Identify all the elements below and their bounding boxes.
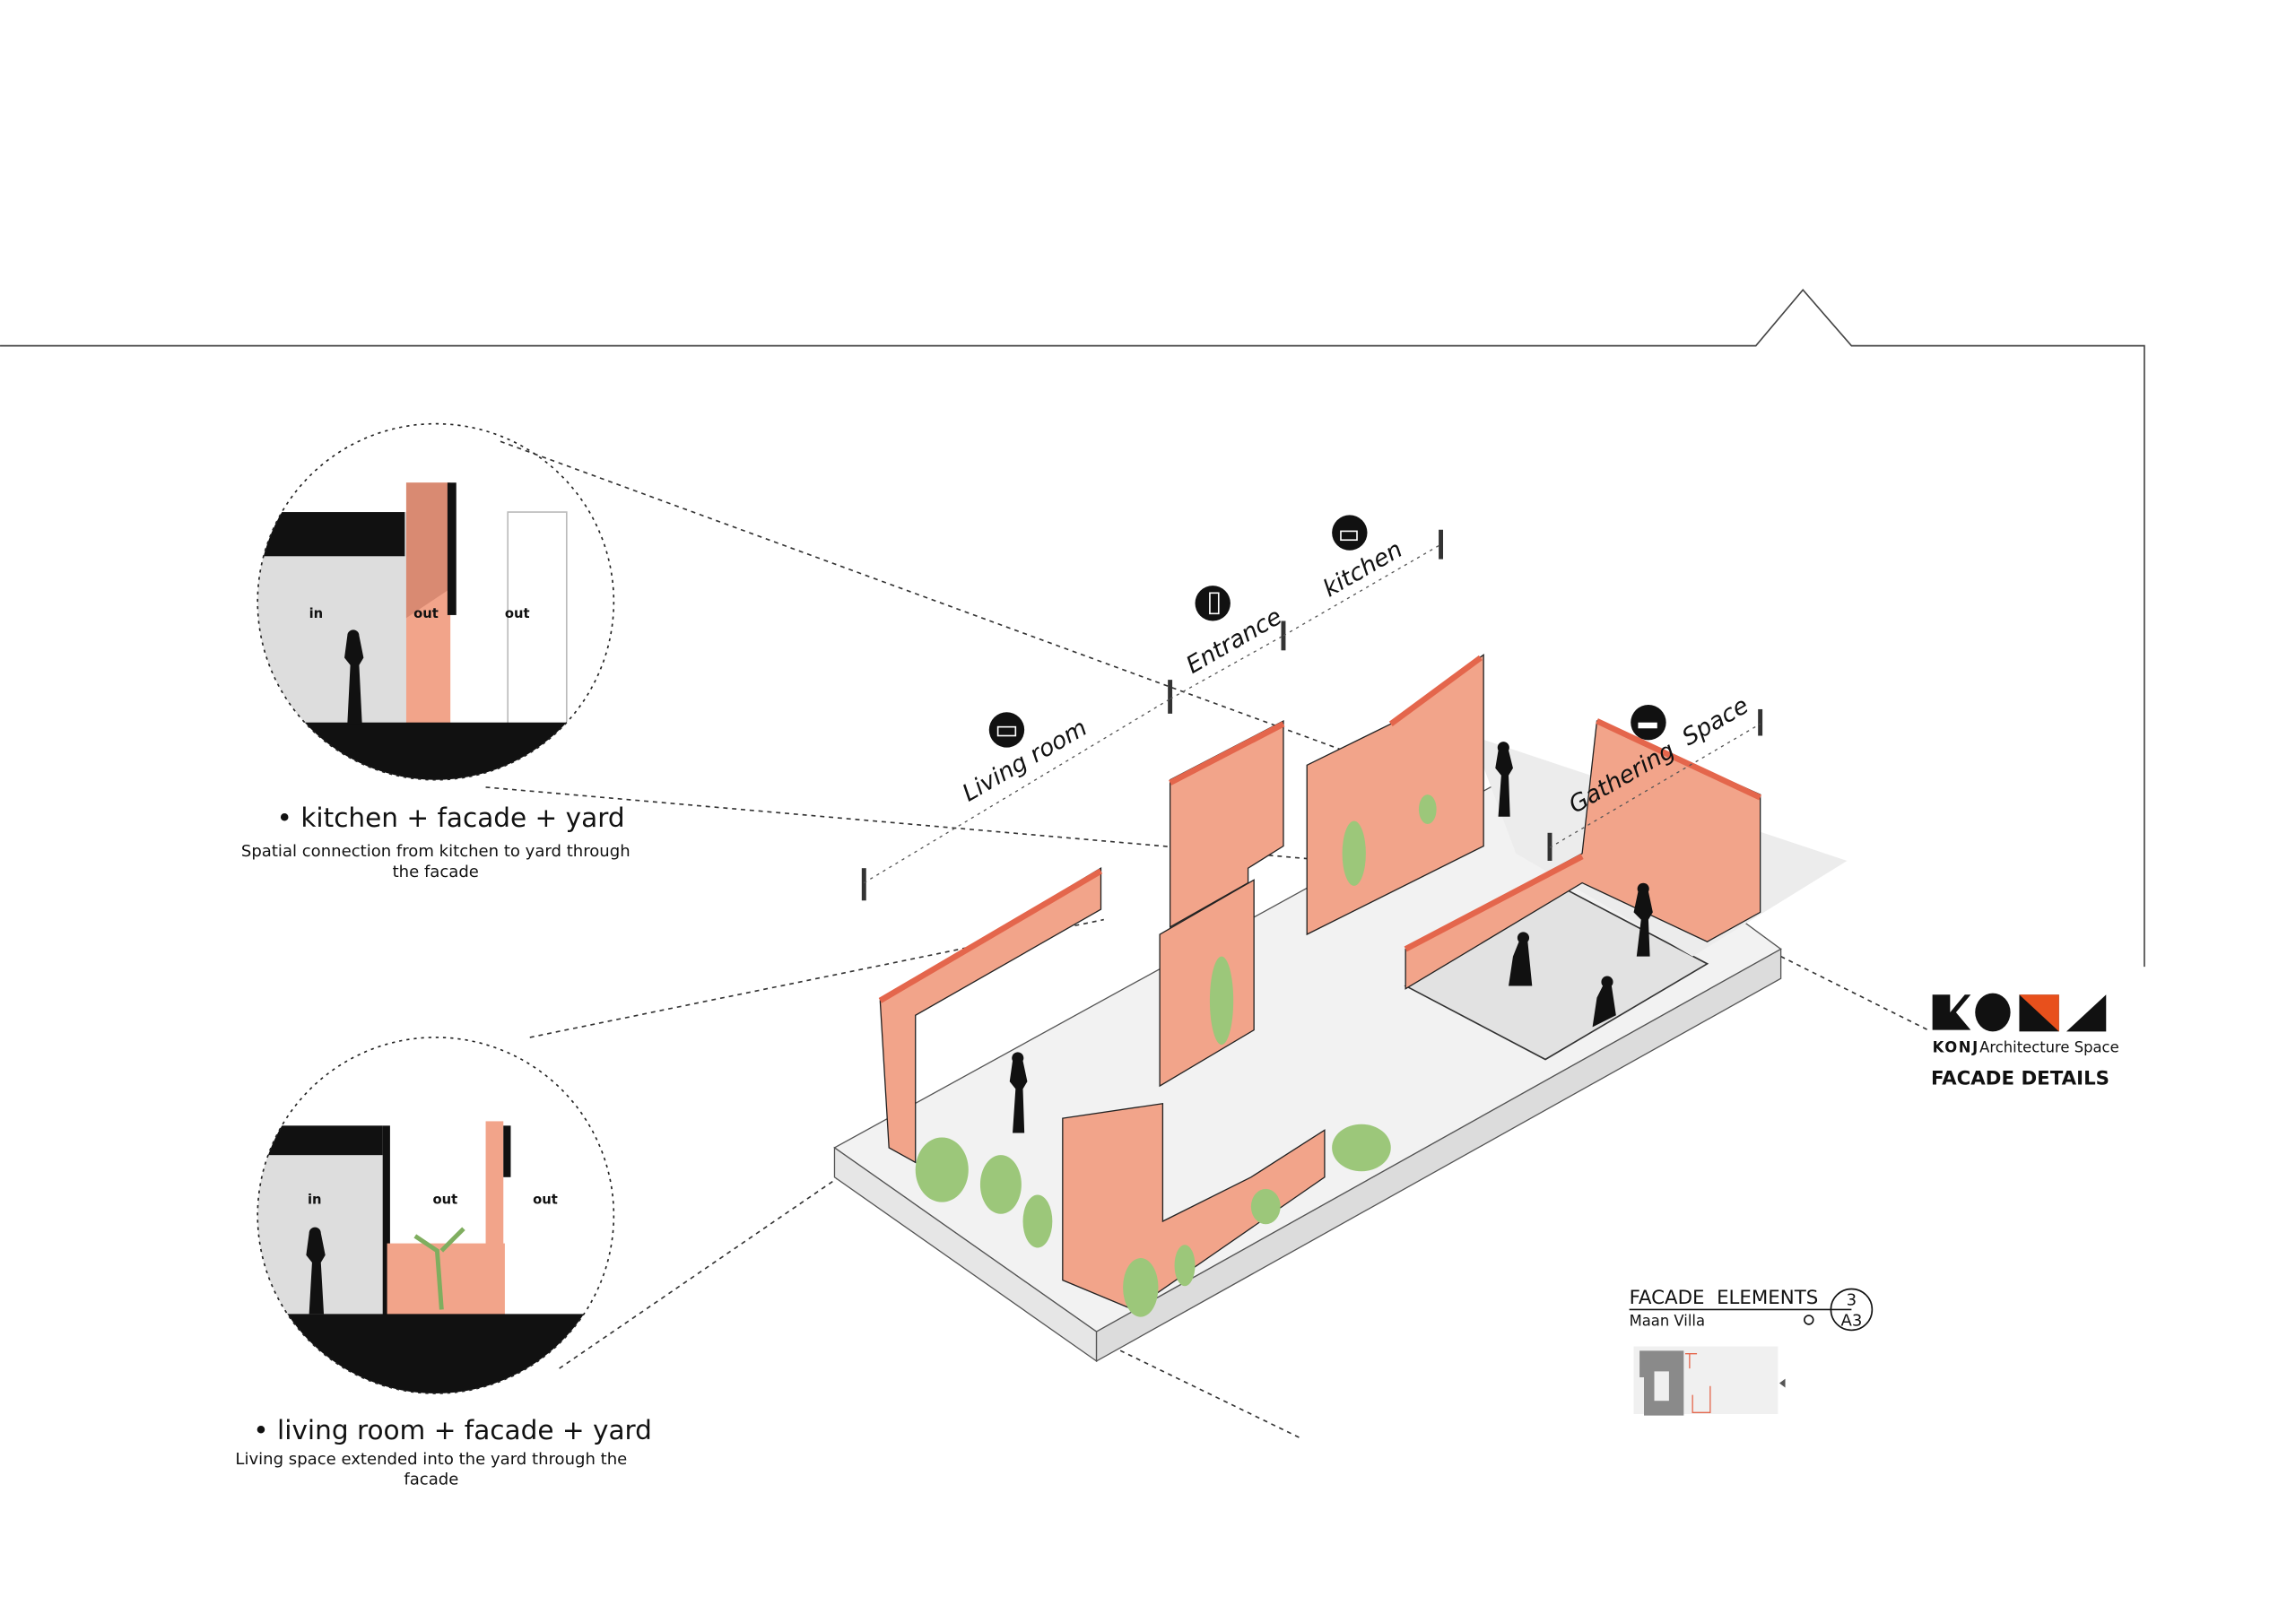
in-label: in <box>309 606 324 621</box>
zone-entrance: Entrance <box>1182 586 1287 680</box>
detail-caption: Spatial connection from kitchen to yard … <box>241 842 631 861</box>
detail-caption: Living space extended into the yard thro… <box>235 1450 627 1469</box>
roof-outline <box>0 289 2145 968</box>
detail-circle-kitchen: in out out <box>257 422 615 781</box>
zone-label: Space <box>1678 692 1753 751</box>
out-label: out <box>432 1192 457 1207</box>
isometric-model <box>833 529 1848 1363</box>
zone-living-room: Living room <box>958 712 1091 807</box>
facade-wall-entrance-inner <box>1159 879 1255 1088</box>
facade-wall-living <box>879 867 1102 1164</box>
zone-label: Entrance <box>1182 603 1287 680</box>
logo-name: Architecture Space <box>1979 1038 2119 1055</box>
door-enter-icon <box>1195 586 1231 621</box>
detail-circle-living: in out out <box>257 1037 615 1394</box>
sheet-title: FACADE DETAILS <box>1931 1067 2109 1089</box>
konj-logo: KONJ Architecture Space <box>1932 993 2119 1055</box>
north-arrow-icon <box>1804 1315 1814 1325</box>
out-label: out <box>505 606 530 621</box>
out-label: out <box>533 1192 558 1207</box>
facade-wall-front <box>1062 1102 1326 1311</box>
zone-label: kitchen <box>1318 536 1407 603</box>
zone-label: Living room <box>958 715 1091 807</box>
title-block-title: FACADE ELEMENTS <box>1630 1287 1819 1309</box>
kitchen-icon <box>1332 515 1368 551</box>
facade-wall-gathering <box>1405 720 1761 990</box>
detail-caption: facade <box>404 1471 458 1489</box>
detail-number: 3 <box>1847 1291 1857 1310</box>
out-label: out <box>413 606 439 621</box>
title-block: FACADE ELEMENTS Maan Villa 3 A3 <box>1629 1287 1874 1416</box>
sheet-number: A3 <box>1840 1312 1862 1331</box>
detail-heading-kitchen: • kitchen + facade + yard <box>277 803 625 833</box>
logo-brand: KONJ <box>1933 1038 1979 1055</box>
zone-kitchen: kitchen <box>1318 515 1407 603</box>
sofa-icon <box>988 712 1025 748</box>
key-plan <box>1633 1346 1786 1416</box>
detail-caption: the facade <box>393 863 479 881</box>
detail-heading-living: • living room + facade + yard <box>253 1415 652 1445</box>
title-block-subtitle: Maan Villa <box>1630 1313 1705 1330</box>
in-label: in <box>308 1192 322 1207</box>
facade-wall-entrance <box>1169 719 1284 928</box>
